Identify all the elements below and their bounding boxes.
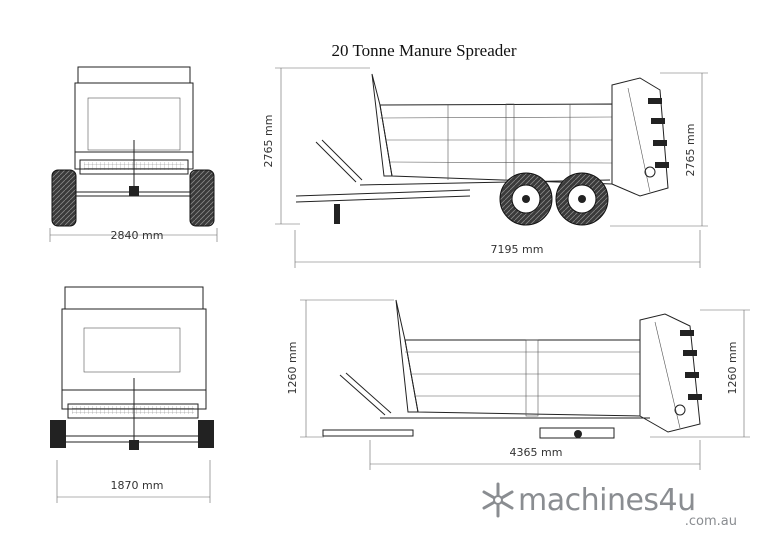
diagram-title: 20 Tonne Manure Spreader (332, 41, 517, 60)
bottom-side-view (322, 299, 702, 439)
logo-domain: .com.au (685, 514, 737, 529)
top-side-view (295, 73, 669, 226)
bottom-side-height-dimension-right: 1260 mm (650, 309, 750, 438)
top-side-length-dimension: 7195 mm (294, 230, 701, 268)
snowflake-icon (482, 482, 514, 518)
bottom-front-view (50, 286, 214, 450)
dim-top-front-width: 2840 mm (111, 229, 164, 242)
bottom-front-width-dimension: 1870 mm (56, 460, 211, 503)
dim-bottom-side-height-left: 1260 mm (286, 342, 299, 395)
bottom-side-height-dimension-left: 1260 mm (286, 299, 394, 438)
top-side-height-dimension-right: 2765 mm (610, 72, 708, 227)
top-front-width-dimension: 2840 mm (49, 228, 218, 242)
top-side-height-dimension-left: 2765 mm (262, 67, 370, 225)
machines4u-logo: machines4u .com.au (482, 482, 737, 529)
dim-bottom-front-width: 1870 mm (111, 479, 164, 492)
dim-bottom-side-length: 4365 mm (510, 446, 563, 459)
dim-top-side-length: 7195 mm (491, 243, 544, 256)
dim-bottom-side-height-right: 1260 mm (726, 342, 739, 395)
bottom-side-length-dimension: 4365 mm (369, 440, 701, 470)
logo-name: machines4u (518, 483, 696, 518)
dim-top-side-height-left: 2765 mm (262, 115, 275, 168)
dim-top-side-height-right: 2765 mm (684, 124, 697, 177)
top-front-view (51, 66, 215, 227)
